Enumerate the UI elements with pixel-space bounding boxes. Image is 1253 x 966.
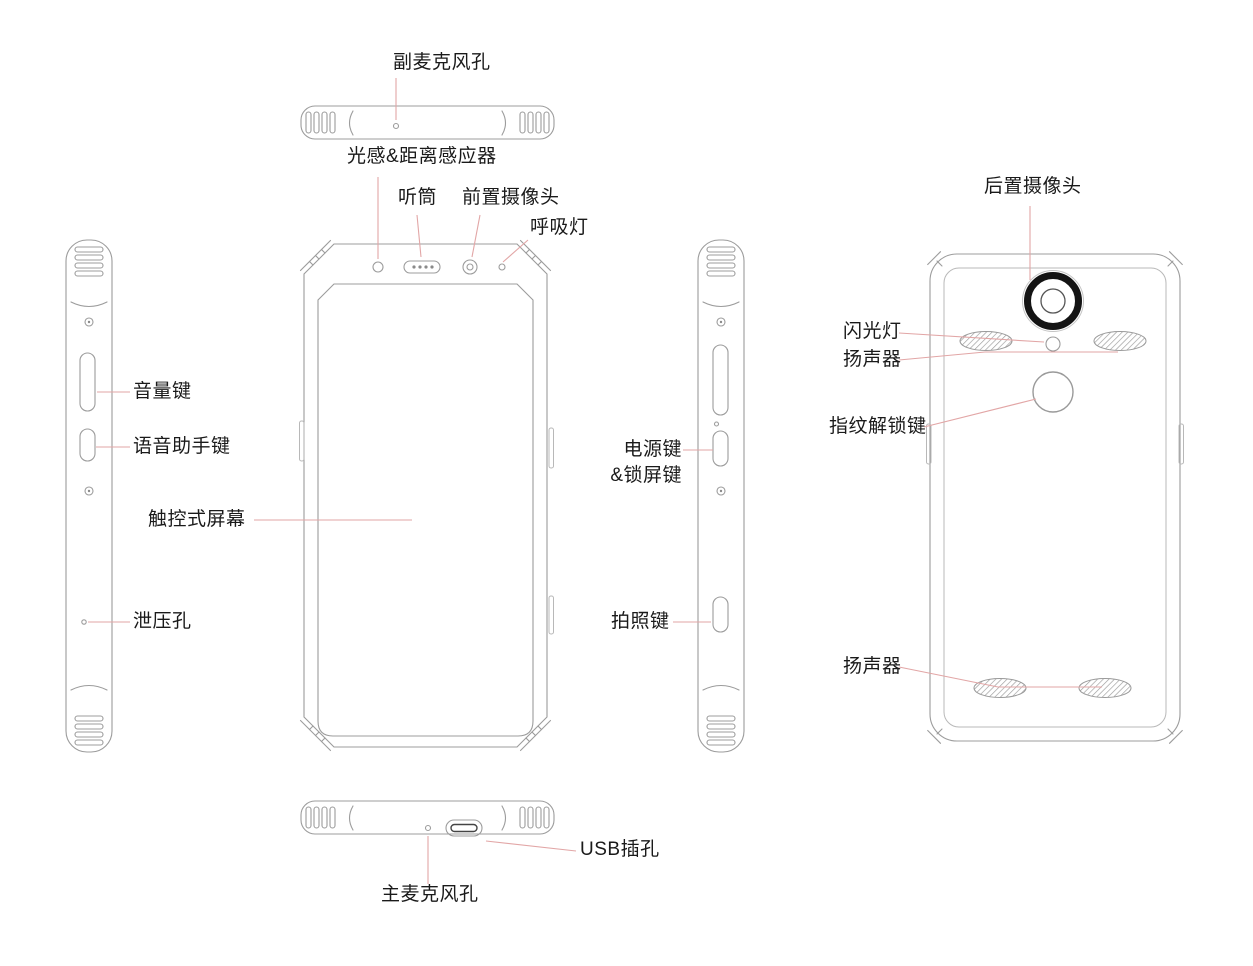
leader-earpiece bbox=[416, 214, 422, 258]
breathing-led bbox=[498, 263, 506, 271]
front-camera-lens bbox=[462, 259, 478, 275]
label-power-key-line2: &锁屏键 bbox=[610, 465, 682, 486]
label-usb-port: USB插孔 bbox=[580, 839, 660, 860]
fingerprint-sensor bbox=[1032, 371, 1074, 413]
front-view bbox=[299, 239, 554, 752]
camera-key-button bbox=[712, 596, 729, 633]
bottom-bumper-ribs-left bbox=[305, 805, 354, 831]
leader-breathing-light bbox=[502, 239, 529, 263]
left-bumper-ribs-bottom bbox=[70, 684, 108, 746]
sim-tray bbox=[712, 344, 729, 416]
back-corner-bumpers bbox=[927, 251, 1183, 744]
label-main-mic: 主麦克风孔 bbox=[381, 884, 479, 905]
label-voice-assistant: 语音助手键 bbox=[133, 436, 231, 457]
label-pressure-hole: 泄压孔 bbox=[133, 611, 192, 632]
label-power-key-line1: 电源键 bbox=[623, 439, 682, 460]
usb-port bbox=[445, 819, 483, 837]
right-side-screw-top bbox=[716, 317, 726, 327]
rear-camera-lens bbox=[1022, 270, 1084, 332]
left-side-screw-bottom bbox=[84, 486, 94, 496]
label-secondary-mic: 副麦克风孔 bbox=[393, 52, 491, 73]
speaker-grille-top-left bbox=[959, 331, 1013, 351]
volume-key-button bbox=[79, 352, 96, 412]
label-touch-screen: 触控式屏幕 bbox=[148, 509, 246, 530]
top-edge-view bbox=[300, 105, 555, 140]
leader-usb-port bbox=[485, 840, 577, 852]
sim-eject-hole bbox=[713, 421, 720, 427]
right-side-view bbox=[697, 239, 745, 753]
left-side-screw-top bbox=[84, 317, 94, 327]
screen-area bbox=[317, 283, 534, 737]
label-light-proximity: 光感&距离感应器 bbox=[347, 146, 497, 167]
leader-flash bbox=[898, 332, 1045, 343]
light-proximity-sensor-hole bbox=[372, 261, 384, 273]
main-mic-hole bbox=[424, 824, 432, 832]
left-side-view bbox=[65, 239, 113, 753]
label-front-camera: 前置摄像头 bbox=[462, 187, 560, 208]
power-key-button bbox=[712, 430, 729, 467]
right-bumper-ribs-top bbox=[702, 246, 740, 308]
label-breathing-light: 呼吸灯 bbox=[530, 217, 589, 238]
leader-lines bbox=[88, 78, 1118, 884]
left-bumper-ribs-top bbox=[70, 246, 108, 308]
top-bumper-ribs-left bbox=[305, 110, 354, 136]
label-rear-camera: 后置摄像头 bbox=[984, 176, 1082, 197]
label-volume-key: 音量键 bbox=[133, 381, 192, 402]
leader-fingerprint bbox=[923, 398, 1037, 428]
back-side-key-bumps bbox=[926, 423, 1184, 465]
label-speaker-top: 扬声器 bbox=[843, 349, 902, 370]
flash-led bbox=[1045, 336, 1061, 352]
top-bumper-ribs-right bbox=[501, 110, 550, 136]
label-earpiece: 听筒 bbox=[398, 187, 438, 208]
label-flash: 闪光灯 bbox=[843, 321, 902, 342]
right-bumper-ribs-bottom bbox=[702, 684, 740, 746]
leader-speaker-bottom bbox=[898, 666, 1102, 688]
voice-assistant-button bbox=[79, 428, 96, 462]
label-fingerprint-key: 指纹解锁键 bbox=[829, 416, 927, 437]
secondary-mic-hole bbox=[392, 122, 400, 130]
leader-speaker-top bbox=[898, 351, 1118, 361]
bottom-edge-view bbox=[300, 800, 555, 837]
front-corner-bumpers bbox=[299, 239, 552, 752]
front-side-key-bumps bbox=[299, 420, 554, 635]
label-camera-key: 拍照键 bbox=[611, 611, 670, 632]
speaker-grille-bottom-right bbox=[1078, 678, 1132, 698]
earpiece-grille bbox=[403, 260, 441, 274]
speaker-grille-top-right bbox=[1093, 331, 1147, 351]
bottom-bumper-ribs-right bbox=[501, 805, 550, 831]
label-power-lock-key: 电源键 &锁屏键 bbox=[586, 437, 682, 489]
right-side-screw-bottom bbox=[716, 486, 726, 496]
pressure-relief-hole-dot bbox=[81, 619, 87, 625]
speaker-grille-bottom-left bbox=[973, 678, 1027, 698]
leader-front-camera bbox=[471, 214, 481, 258]
label-speaker-bottom: 扬声器 bbox=[843, 656, 902, 677]
back-view bbox=[926, 251, 1184, 744]
